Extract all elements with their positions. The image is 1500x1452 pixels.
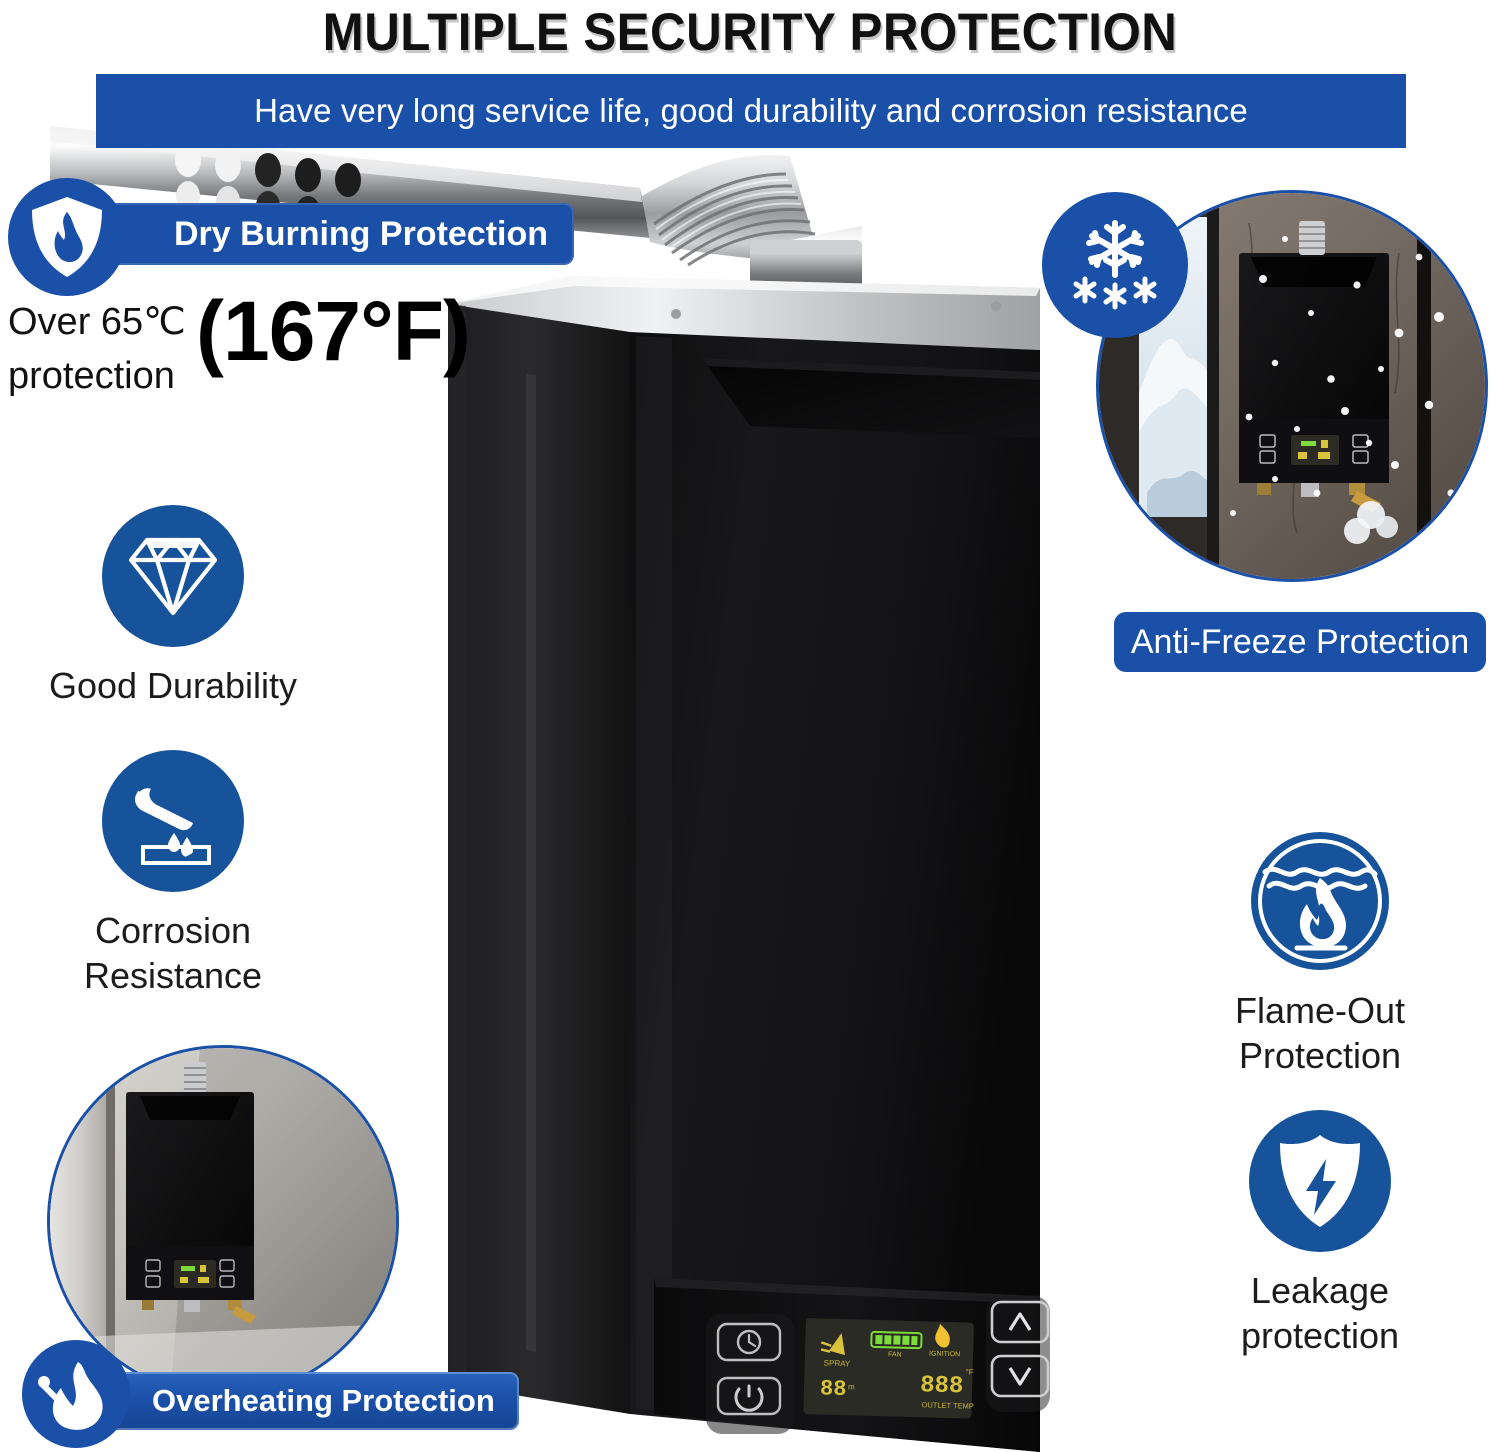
svg-text:OUTLET TEMP: OUTLET TEMP — [921, 1400, 973, 1410]
svg-text:SPRAY: SPRAY — [824, 1359, 851, 1369]
feature-corrosion-resistance: Corrosion Resistance — [23, 750, 323, 999]
feature-caption: Corrosion Resistance — [83, 910, 263, 997]
svg-text:°F: °F — [965, 1367, 973, 1376]
badge-anti-freeze-label: Anti-Freeze Protection — [1130, 622, 1470, 661]
badge-dry-burning-label: Dry Burning Protection — [174, 214, 549, 253]
snowflake-icon — [1042, 192, 1188, 338]
feature-caption: Leakage protection — [1240, 1270, 1400, 1357]
svg-text:IGNITION: IGNITION — [929, 1350, 960, 1358]
badge-overheating-label: Overheating Protection — [152, 1383, 495, 1418]
feature-caption: Flame-Out Protection — [1234, 990, 1406, 1077]
badge-anti-freeze-protection: Anti-Freeze Protection — [1114, 612, 1486, 672]
threshold-line-1: Over 65℃ — [8, 301, 186, 343]
shield-bolt-icon — [1249, 1110, 1391, 1252]
feature-good-durability: Good Durability — [23, 505, 323, 708]
feature-leakage-protection: Leakage protection — [1170, 1110, 1470, 1359]
svg-text:m: m — [848, 1382, 855, 1391]
diamond-icon — [102, 505, 244, 647]
svg-text:888: 888 — [920, 1372, 964, 1400]
subtitle-banner: Have very long service life, good durabi… — [96, 74, 1406, 148]
dry-burning-threshold-text: Over 65℃ protection — [8, 296, 238, 404]
threshold-line-2: protection — [8, 354, 175, 397]
feature-caption: Good Durability — [48, 665, 298, 706]
subtitle-text: Have very long service life, good durabi… — [254, 92, 1248, 129]
badge-dry-burning-protection: Dry Burning Protection — [96, 203, 575, 265]
acid-drop-icon — [102, 750, 244, 892]
page-title: MULTIPLE SECURITY PROTECTION — [322, 3, 1178, 62]
badge-overheating-protection: Overheating Protection — [72, 1372, 519, 1430]
flame-thermometer-icon — [22, 1340, 130, 1448]
svg-text:FAN: FAN — [888, 1351, 902, 1358]
photo-overheating-protection — [47, 1045, 399, 1397]
feature-flame-out-protection: Flame-Out Protection — [1170, 830, 1470, 1079]
tankless-water-heater-product-image: SPRAY FAN IGNITION 88 m 888 — [440, 262, 1050, 1452]
shield-flame-icon — [8, 178, 126, 296]
svg-text:88: 88 — [820, 1376, 847, 1402]
water-flame-icon — [1249, 830, 1391, 972]
threshold-fahrenheit: (167°F) — [196, 284, 471, 378]
